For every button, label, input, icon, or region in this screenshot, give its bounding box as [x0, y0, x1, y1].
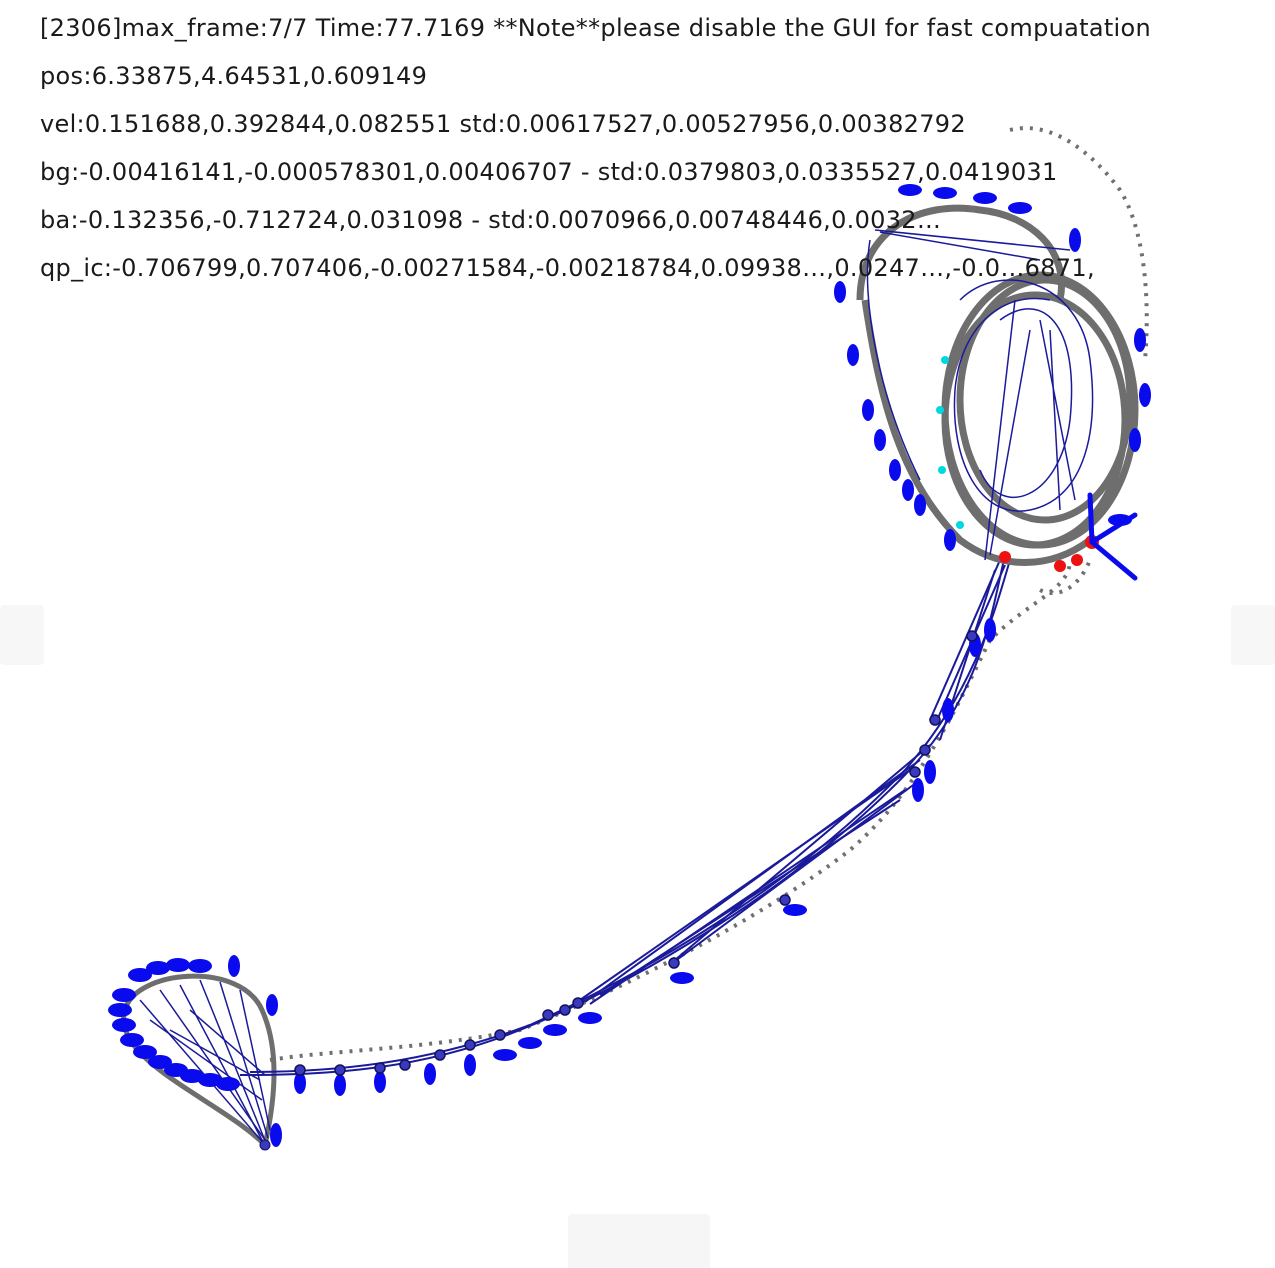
keyframe-nodes: [294, 630, 978, 1076]
frame-status-line: [2306]max_frame:7/7 Time:77.7169 **Note*…: [40, 14, 1152, 42]
trajectory-arc: [239, 554, 1011, 1076]
pose-markers: [294, 618, 996, 1096]
end-loops: [834, 184, 1151, 581]
right-panel-toggle[interactable]: [1231, 605, 1275, 665]
qp-ic-line: qp_ic:-0.706799,0.707406,-0.00271584,-0.…: [40, 254, 1095, 282]
ba-line: ba:-0.132356,-0.712724,0.031098 - std:0.…: [40, 206, 942, 234]
left-panel-toggle[interactable]: [0, 605, 44, 665]
camera-axes: [1087, 492, 1138, 581]
ground-truth-path: [269, 126, 1149, 1062]
bg-line: bg:-0.00416141,-0.000578301,0.00406707 -…: [40, 158, 1058, 186]
vel-line: vel:0.151688,0.392844,0.082551 std:0.006…: [40, 110, 966, 138]
pos-line: pos:6.33875,4.64531,0.609149: [40, 62, 428, 90]
bottom-panel-toggle[interactable]: [568, 1214, 710, 1268]
start-loop: [108, 955, 282, 1151]
status-overlay: [2306]max_frame:7/7 Time:77.7169 **Note*…: [40, 12, 1151, 300]
